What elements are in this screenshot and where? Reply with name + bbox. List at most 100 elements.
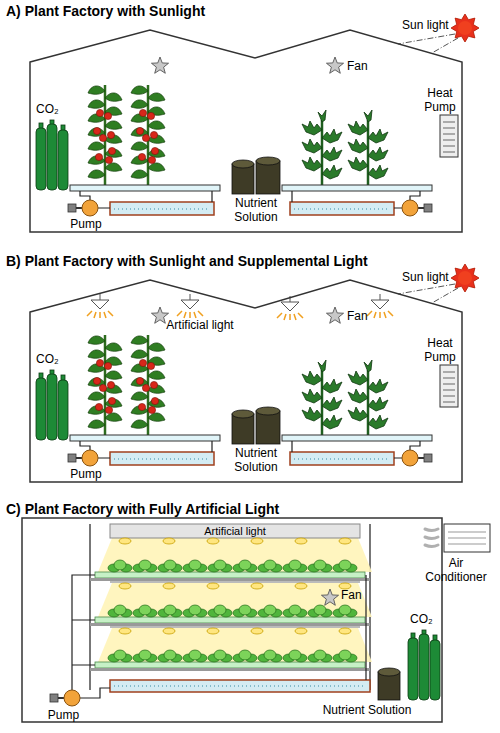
lettuce-plant — [258, 560, 282, 572]
lamp-bulb — [251, 538, 263, 544]
lettuce-plant — [183, 605, 207, 617]
fan-symbol — [151, 57, 168, 73]
part-label: Sun light — [402, 270, 462, 284]
solution-water — [114, 685, 366, 687]
lettuce-plant — [233, 650, 257, 662]
greenhouse-equipment — [36, 14, 479, 216]
lamp-bulb — [251, 583, 263, 589]
lamp-bulb — [207, 538, 219, 544]
lamp-bulb — [163, 583, 175, 589]
part-label: Air Conditioner — [418, 556, 494, 584]
part-label: Fan — [347, 59, 377, 73]
plant-factory-room — [50, 524, 490, 706]
part-label: Heat Pump — [420, 86, 460, 114]
heat-pump-unit — [440, 115, 458, 157]
lamp-bulb — [163, 628, 175, 634]
rack-shelf — [90, 668, 370, 671]
rack-shelf — [90, 578, 370, 581]
airflow-mark — [425, 529, 438, 547]
panel-title: A) Plant Factory with Sunlight — [6, 2, 494, 20]
fan-symbol — [321, 589, 338, 605]
pipe-line — [72, 575, 366, 698]
pump-symbol — [50, 690, 80, 706]
panel-title: B) Plant Factory with Sunlight and Suppl… — [6, 252, 494, 270]
panel-outline — [30, 280, 462, 482]
part-label: Heat Pump — [420, 336, 460, 364]
lettuce-plant — [283, 650, 307, 662]
part-label: Pump — [66, 217, 106, 231]
lettuce-plant — [308, 605, 332, 617]
lettuce-plant — [183, 650, 207, 662]
light-beam — [98, 628, 372, 662]
lettuce-plant — [133, 560, 157, 572]
leafy-plant — [302, 110, 342, 185]
lettuce-plant — [283, 560, 307, 572]
lettuce-plant — [258, 650, 282, 662]
lettuce-plant — [333, 605, 357, 617]
lettuce-plant — [308, 650, 332, 662]
part-label: CO₂ — [36, 102, 76, 116]
lettuce-plant — [233, 560, 257, 572]
panel-title: C) Plant Factory with Fully Artificial L… — [6, 500, 494, 518]
lettuce-plant — [208, 560, 232, 572]
part-label: Fan — [341, 588, 371, 602]
air-conditioner-vent — [448, 532, 486, 544]
leafy-plant — [348, 110, 388, 185]
part-label: CO₂ — [410, 612, 450, 626]
greenhouse-equipment — [36, 264, 479, 466]
light-beam — [98, 538, 372, 572]
lamp-bulb — [295, 628, 307, 634]
lamp-bulb — [339, 538, 351, 544]
nutrient-tank — [378, 668, 400, 676]
lamp-symbol — [367, 294, 393, 318]
part-label: Pump — [66, 467, 106, 481]
air-conditioner-unit — [444, 524, 490, 552]
sun-symbol — [451, 14, 479, 42]
lamp-bulb — [295, 583, 307, 589]
lamp-bulb — [207, 583, 219, 589]
lettuce-plant — [183, 560, 207, 572]
lettuce-plant — [108, 560, 132, 572]
co2-cylinder — [36, 120, 68, 190]
part-label: Nutrient Solution — [312, 703, 422, 717]
heat-pump-grille — [443, 122, 455, 152]
lettuce-plant — [108, 560, 357, 662]
lettuce-plant — [158, 650, 182, 662]
lamp-bulb — [119, 628, 131, 634]
co2-cylinder — [408, 630, 440, 700]
part-label: CO₂ — [36, 352, 76, 366]
fan-symbol — [326, 57, 343, 73]
tomato-plant — [88, 85, 122, 185]
part-label: Nutrient Solution — [222, 196, 290, 224]
lamp-bulb — [119, 538, 131, 544]
growing-trough — [282, 185, 432, 191]
lamp-symbol — [87, 294, 113, 318]
light-fixture — [110, 524, 360, 538]
lettuce-plant — [208, 605, 232, 617]
lettuce-plant — [108, 650, 132, 662]
growing-bed — [95, 617, 365, 623]
sunlight-ray — [398, 34, 458, 53]
part-label: Fan — [347, 309, 377, 323]
lamp-bulb — [295, 538, 307, 544]
lettuce-plant — [308, 560, 332, 572]
growing-bed — [95, 572, 365, 578]
pump-symbol — [68, 200, 98, 216]
tomato-plant — [131, 85, 165, 185]
lettuce-plant — [108, 605, 132, 617]
growing-trough — [70, 185, 220, 191]
lettuce-plant — [233, 605, 257, 617]
lettuce-plant — [158, 560, 182, 572]
lettuce-plant — [208, 650, 232, 662]
lamp-bulb — [251, 628, 263, 634]
lettuce-plant — [133, 650, 157, 662]
lettuce-plant — [258, 605, 282, 617]
part-label: Artificial light — [150, 318, 250, 332]
nutrient-tank — [232, 157, 280, 194]
rack-shelf — [90, 623, 370, 626]
lamp-bulb — [207, 628, 219, 634]
part-label: Artificial light — [110, 524, 360, 538]
pump-symbol — [402, 200, 432, 216]
solution-tray — [110, 680, 370, 692]
